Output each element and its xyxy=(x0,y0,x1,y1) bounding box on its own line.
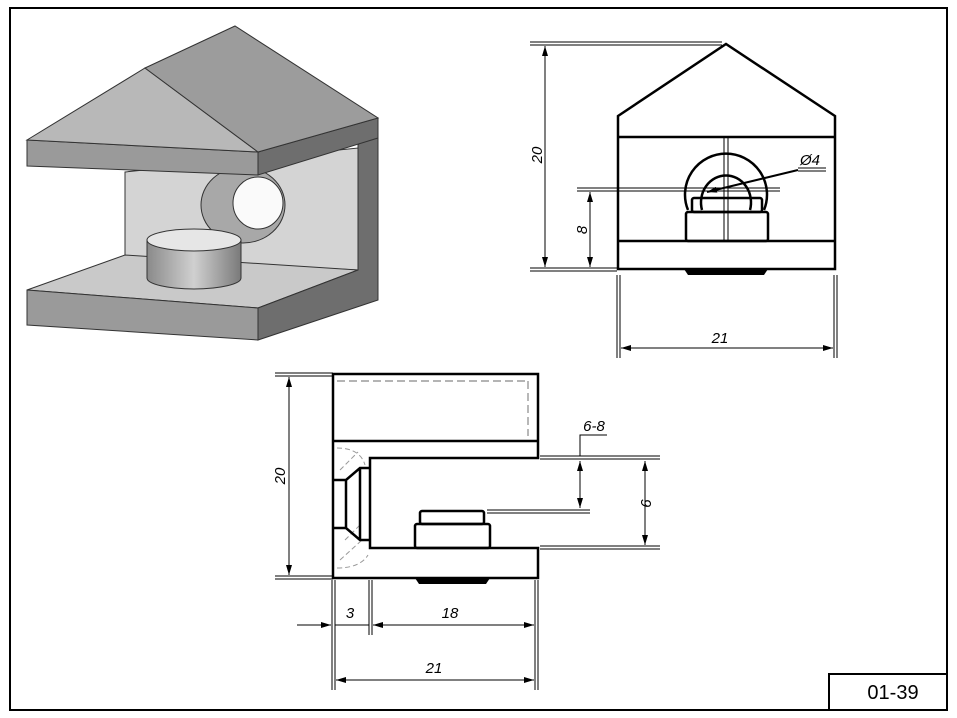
roof-slope xyxy=(144,25,380,153)
title-block: 01-39 xyxy=(828,673,948,711)
drawing-number: 01-39 xyxy=(867,682,918,704)
wall-thickness-dimension: 3 xyxy=(346,605,355,622)
front-view: 20 8 21 Ø4 xyxy=(529,41,838,358)
hole-center-dimension: 8 xyxy=(574,225,591,234)
front-width-dimension: 21 xyxy=(711,330,729,347)
hole-diameter-dimension: Ø4 xyxy=(799,152,820,169)
isometric-view xyxy=(25,25,380,341)
glass-thickness-dimension: 6-8 xyxy=(583,418,605,435)
front-height-dimension: 20 xyxy=(529,146,546,164)
side-view: 20 9 6-8 3 18 21 xyxy=(272,372,660,690)
side-height-dimension: 20 xyxy=(272,467,289,485)
mounting-hole-bore xyxy=(232,176,284,230)
side-width-dimension: 21 xyxy=(425,660,443,677)
glass-seat-cylinder xyxy=(146,239,242,290)
inner-depth-dimension: 18 xyxy=(442,605,459,622)
gap-dimension: 9 xyxy=(637,499,654,508)
drawing-border xyxy=(9,7,948,711)
glass-seat-top xyxy=(146,228,242,252)
